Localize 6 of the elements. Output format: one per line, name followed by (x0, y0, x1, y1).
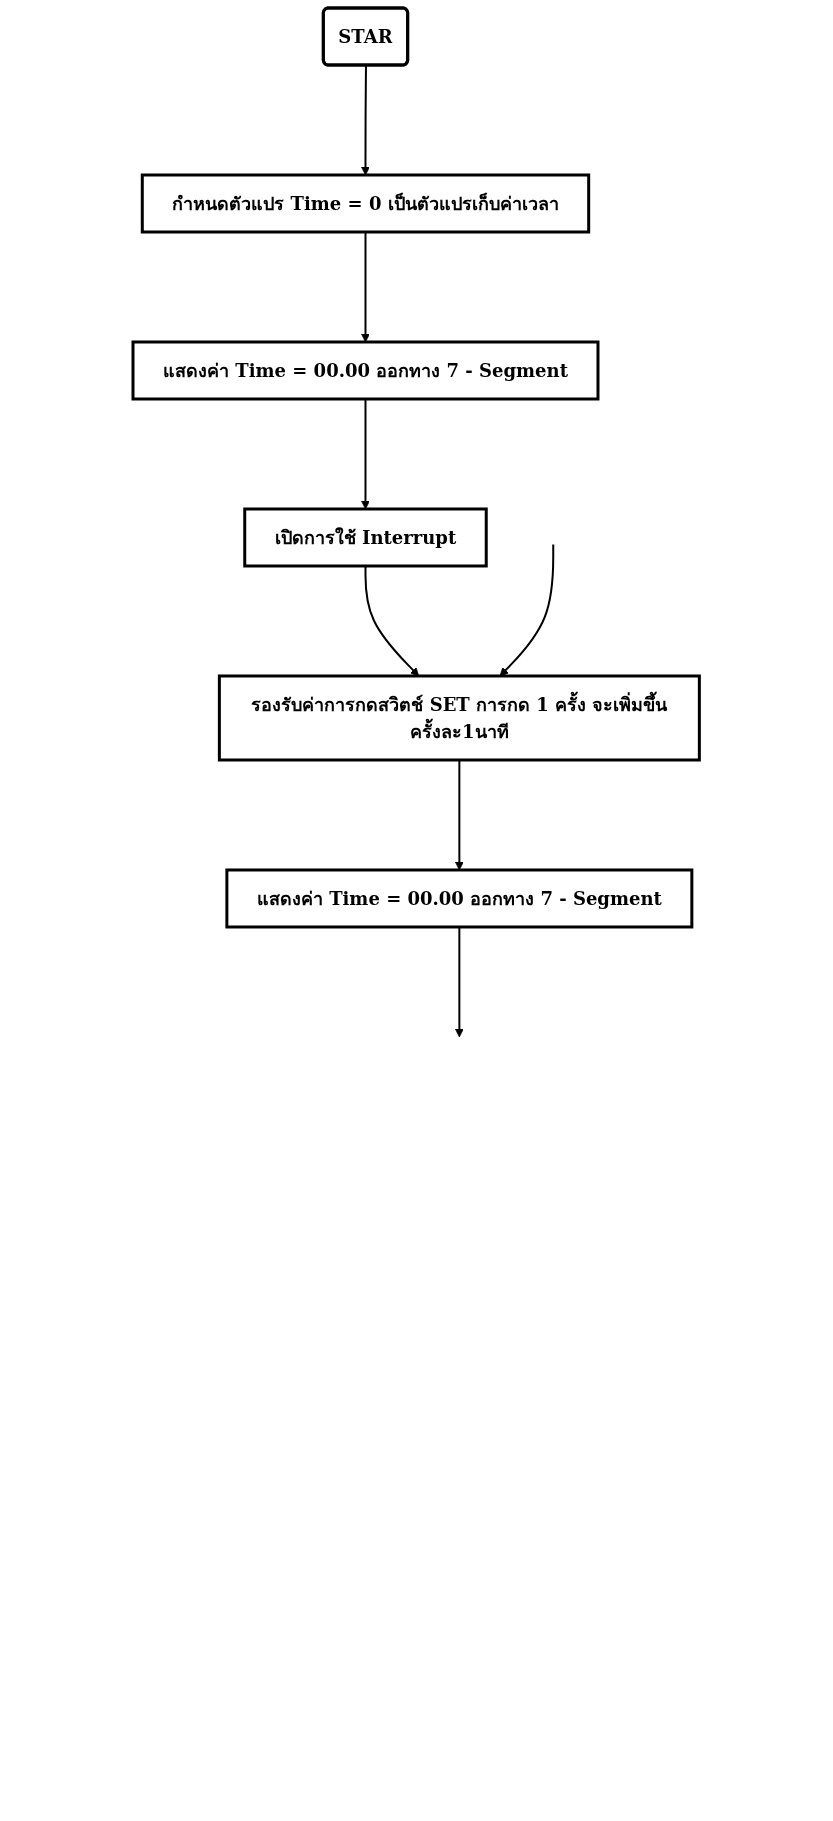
node-box: เปิดการใช้ Interrupt (243, 507, 489, 568)
node-box: แสดงค่า Time = 00.00 ออกทาง 7 - Segment (131, 340, 600, 401)
node-box: รองรับค่าการกดสวิตช์ SET การกด 1 ครั้ง จะเพิ่มขึ้นครั้งละ1นาที (218, 674, 702, 762)
node-box: กำหนดตัวแปร Time = 0 เป็นตัวแปรเก็บค่าเวลา (141, 173, 591, 234)
node-box: แสดงค่า Time = 00.00 ออกทาง 7 - Segment (225, 868, 694, 929)
arrow (455, 926, 465, 1038)
